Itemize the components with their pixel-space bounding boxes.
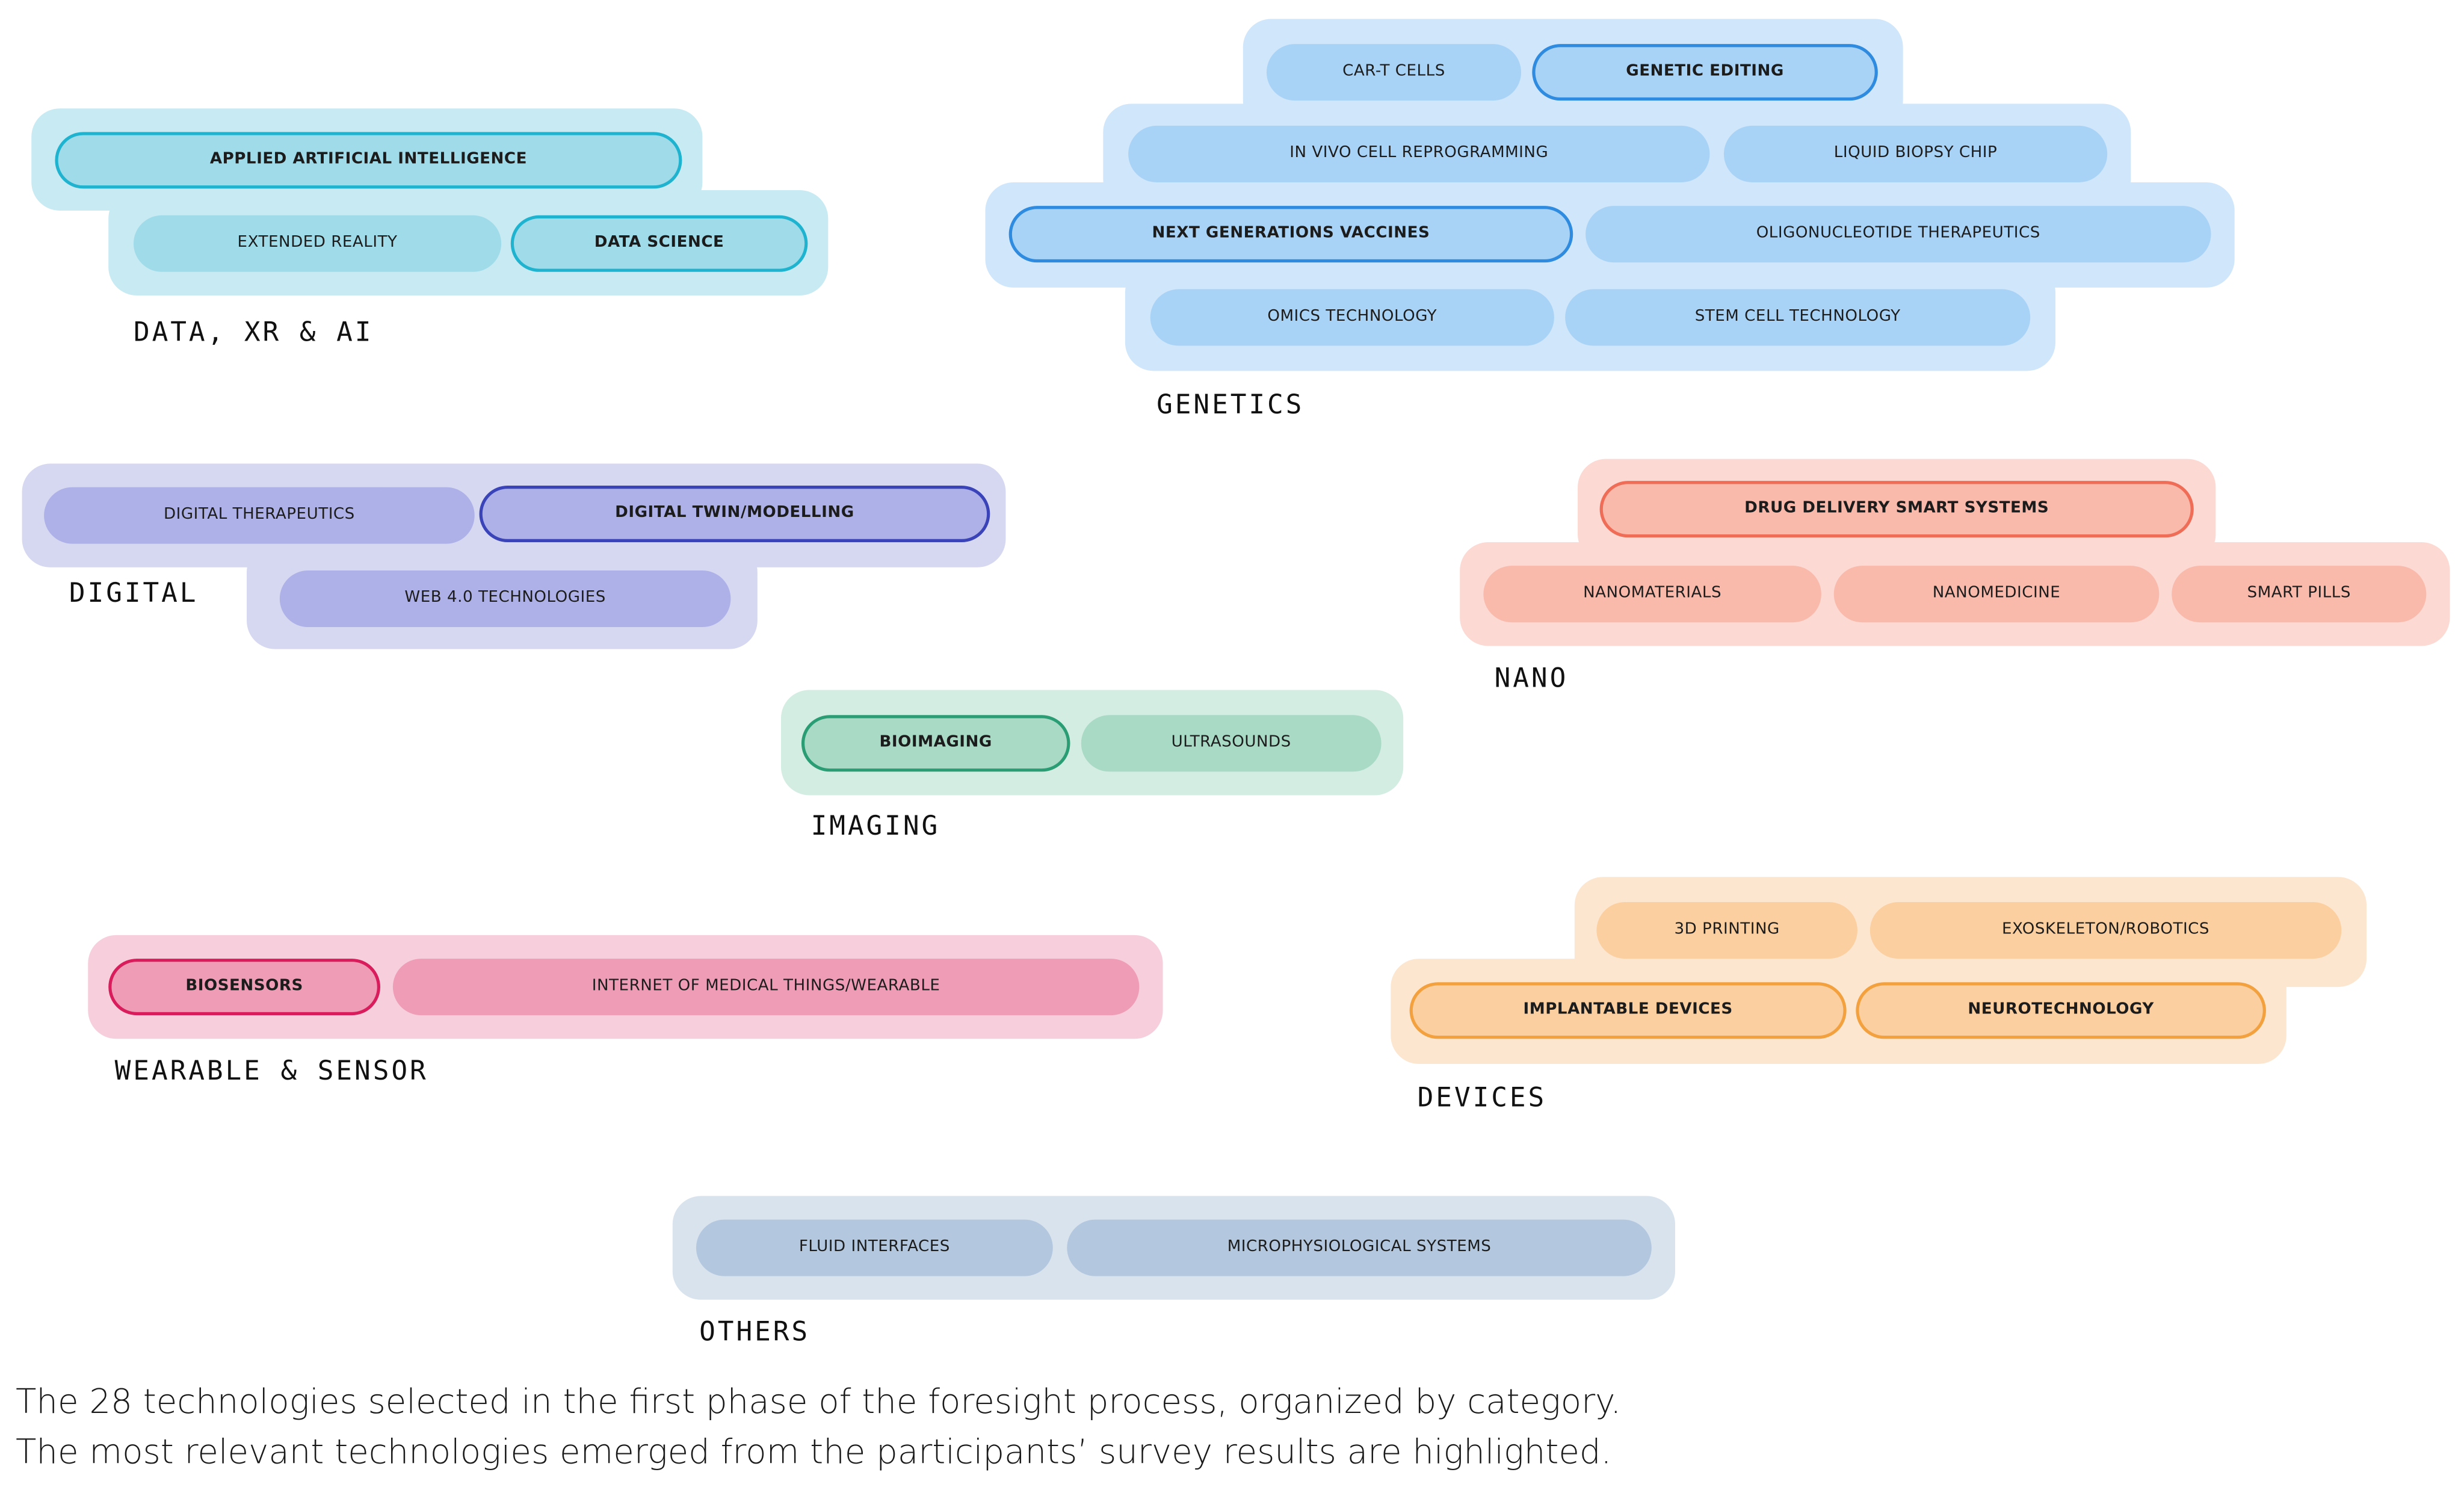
tech-pill: MICROPHYSIOLOGICAL SYSTEMS — [1067, 1219, 1652, 1276]
tech-pill: OLIGONUCLEOTIDE THERAPEUTICS — [1586, 206, 2211, 263]
category-label: DIGITAL — [69, 578, 199, 610]
tech-pill: CAR-T CELLS — [1266, 44, 1522, 101]
tech-pill: WEB 4.0 TECHNOLOGIES — [279, 570, 731, 628]
category-label: NANO — [1494, 663, 1569, 695]
tech-pill: DRUG DELIVERY SMART SYSTEMS — [1599, 481, 2194, 538]
tech-pill: DATA SCIENCE — [510, 215, 808, 272]
tech-pill: SMART PILLS — [2172, 566, 2427, 623]
category-label: GENETICS — [1156, 389, 1305, 421]
tech-pill: DIGITAL THERAPEUTICS — [44, 487, 475, 544]
tech-pill: LIQUID BIOPSY CHIP — [1723, 125, 2108, 182]
tech-pill: FLUID INTERFACES — [696, 1219, 1053, 1276]
tech-pill: GENETIC EDITING — [1532, 44, 1878, 101]
tech-pill: IN VIVO CELL REPROGRAMMING — [1128, 125, 1710, 182]
tech-pill: NANOMATERIALS — [1483, 566, 1821, 623]
caption-line-2: The most relevant technologies emerged f… — [16, 1433, 1612, 1473]
category-label: OTHERS — [699, 1317, 811, 1349]
tech-pill: DIGITAL TWIN/MODELLING — [479, 485, 990, 543]
tech-pill: NEUROTECHNOLOGY — [1856, 982, 2266, 1039]
tech-pill: ULTRASOUNDS — [1081, 715, 1382, 772]
category-label: DEVICES — [1417, 1083, 1547, 1114]
tech-pill: IMPLANTABLE DEVICES — [1409, 982, 1847, 1039]
tech-pill: INTERNET OF MEDICAL THINGS/WEARABLE — [392, 959, 1140, 1016]
tech-pill: NANOMEDICINE — [1833, 566, 2160, 623]
tech-pill: BIOIMAGING — [801, 715, 1070, 772]
category-label: DATA, XR & AI — [133, 317, 374, 349]
tech-pill: NEXT GENERATIONS VACCINES — [1008, 206, 1573, 263]
category-label: WEARABLE & SENSOR — [114, 1056, 428, 1088]
tech-pill: APPLIED ARTIFICIAL INTELLIGENCE — [55, 132, 682, 189]
tech-pill: OMICS TECHNOLOGY — [1150, 289, 1554, 346]
category-label: IMAGING — [811, 811, 940, 842]
tech-pill: BIOSENSORS — [108, 959, 381, 1016]
tech-pill: STEM CELL TECHNOLOGY — [1565, 289, 2031, 346]
caption-line-1: The 28 technologies selected in the firs… — [16, 1383, 1622, 1423]
tech-pill: 3D PRINTING — [1596, 902, 1857, 959]
tech-pill: EXTENDED REALITY — [133, 215, 502, 272]
tech-pill: EXOSKELETON/ROBOTICS — [1870, 902, 2342, 959]
